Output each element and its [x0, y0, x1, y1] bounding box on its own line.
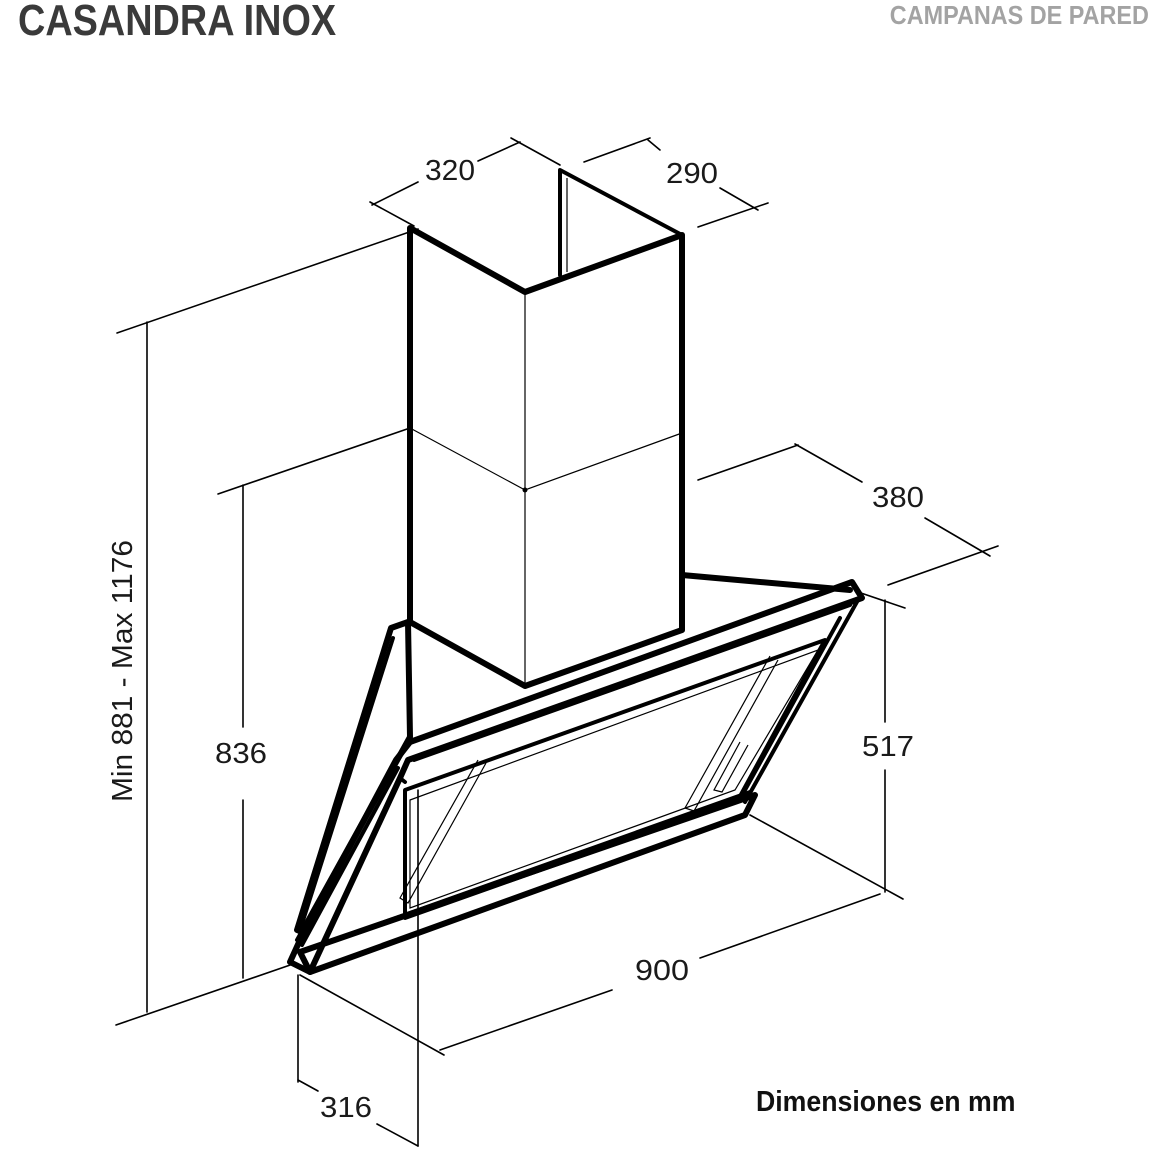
dimension-lines: [115, 137, 999, 1147]
dim-base-depth: 316: [320, 1092, 372, 1124]
dim-chimney-width: 320: [425, 155, 475, 187]
dim-total-height: Min 881 - Max 1176: [107, 540, 139, 802]
dimension-labels: 320 290 380 836 517 900 316 Min 881 - Ma…: [107, 155, 924, 1124]
dim-hood-depth: 380: [872, 482, 924, 514]
product-title: CASANDRA INOX: [18, 0, 337, 45]
hood-body: [287, 572, 865, 975]
chimney: [407, 168, 685, 689]
units-note: Dimensiones en mm: [756, 1086, 1016, 1118]
dim-body-height: 836: [215, 738, 267, 770]
dim-hood-width: 900: [635, 955, 689, 987]
dim-chimney-depth: 290: [666, 158, 718, 190]
dim-hood-height: 517: [862, 731, 914, 763]
category-label: CAMPANAS DE PARED: [889, 0, 1149, 30]
